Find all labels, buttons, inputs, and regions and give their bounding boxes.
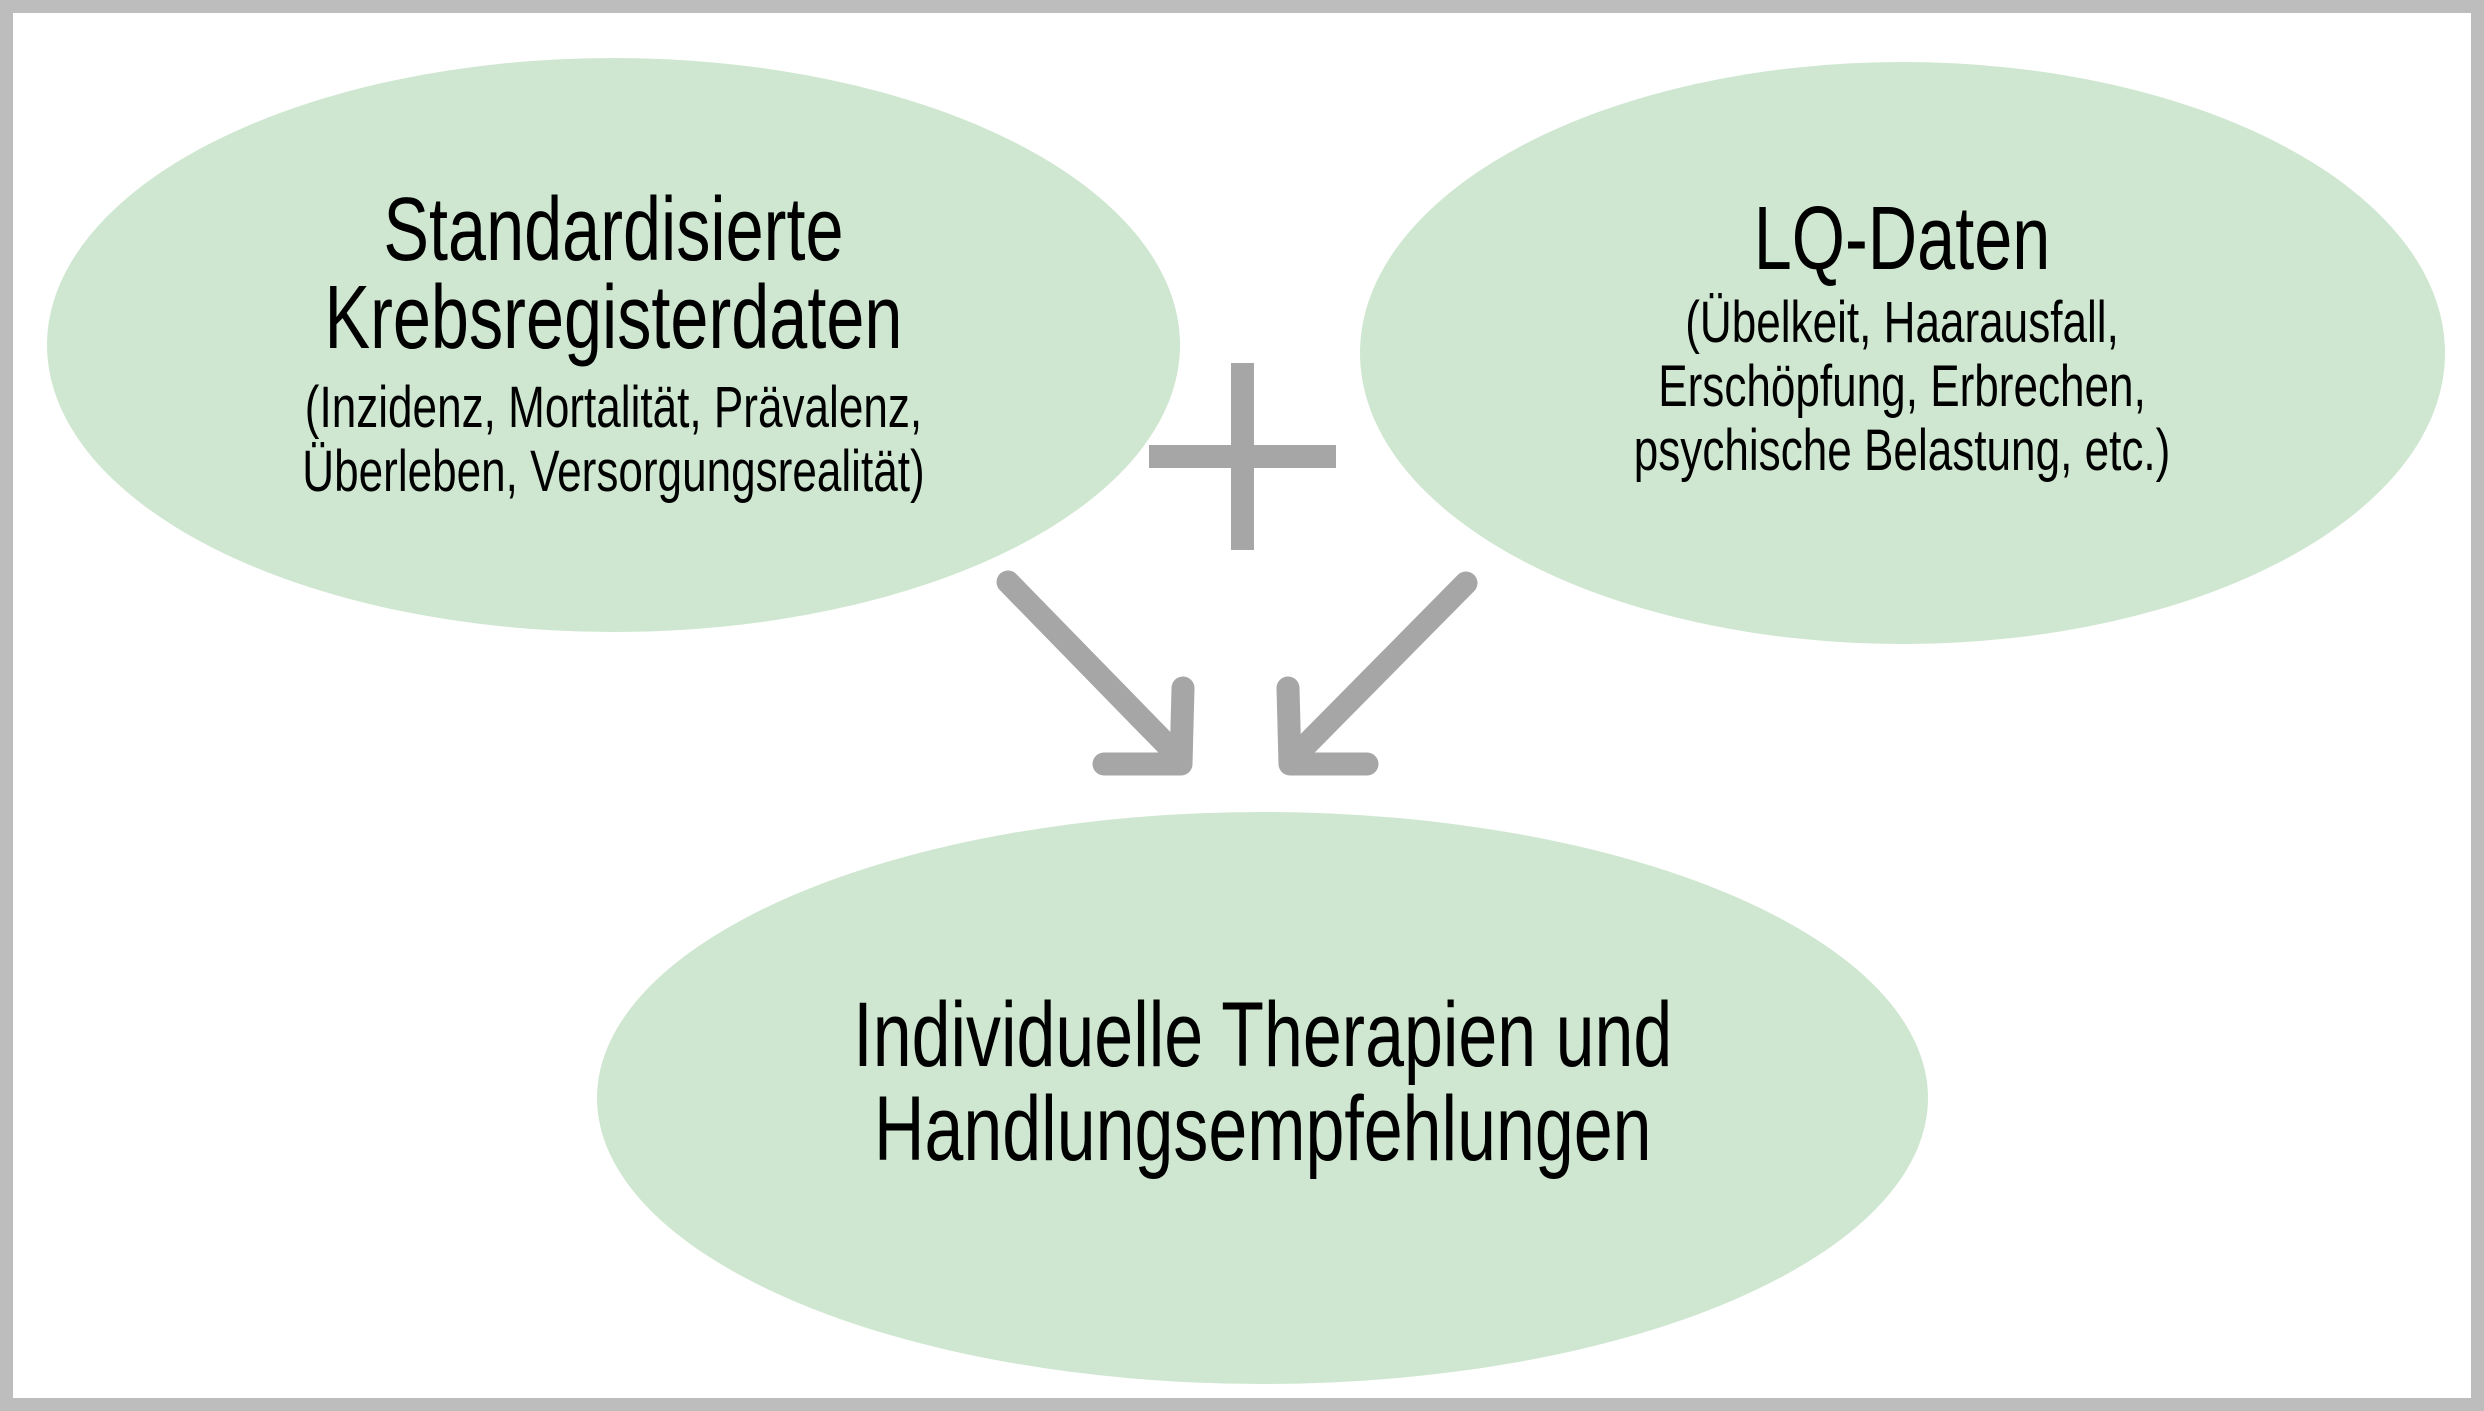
arrow-down-left-icon: [1276, 571, 1478, 776]
arrow-head: [1276, 676, 1379, 776]
node-text-block: LQ-Daten (Übelkeit, Haarausfall, Erschöp…: [1634, 189, 2171, 483]
arrow-shaft: [1291, 571, 1478, 760]
node-text-block: Standardisierte Krebsregisterdaten (Inzi…: [302, 180, 925, 504]
arrow-down-right-icon: [996, 570, 1195, 776]
node-title-line: Individuelle Therapien und: [853, 984, 1672, 1086]
node-subtitle-line: (Inzidenz, Mortalität, Prävalenz,: [304, 375, 923, 440]
node-krebsregisterdaten: Standardisierte Krebsregisterdaten (Inzi…: [47, 58, 1180, 632]
plus-icon: [1149, 363, 1336, 550]
node-individuelle-therapien: Individuelle Therapien und Handlungsempf…: [597, 812, 1928, 1384]
node-title-line: LQ-Daten: [1754, 189, 2051, 289]
node-title-line: Krebsregisterdaten: [324, 268, 903, 368]
node-subtitle-line: psychische Belastung, etc.): [1634, 418, 2171, 483]
node-title-line: Handlungsempfehlungen: [873, 1078, 1652, 1180]
node-subtitle-line: Erschöpfung, Erbrechen,: [1658, 354, 2147, 419]
node-text-block: Individuelle Therapien und Handlungsempf…: [853, 988, 1672, 1176]
arrow-shaft: [996, 570, 1182, 760]
node-subtitle-line: (Übelkeit, Haarausfall,: [1685, 290, 2120, 355]
arrow-head: [1092, 676, 1195, 776]
node-title-line: Standardisierte: [383, 180, 844, 280]
node-subtitle-line: Überleben, Versorgungsrealität): [302, 439, 925, 504]
node-lq-daten: LQ-Daten (Übelkeit, Haarausfall, Erschöp…: [1360, 62, 2445, 644]
